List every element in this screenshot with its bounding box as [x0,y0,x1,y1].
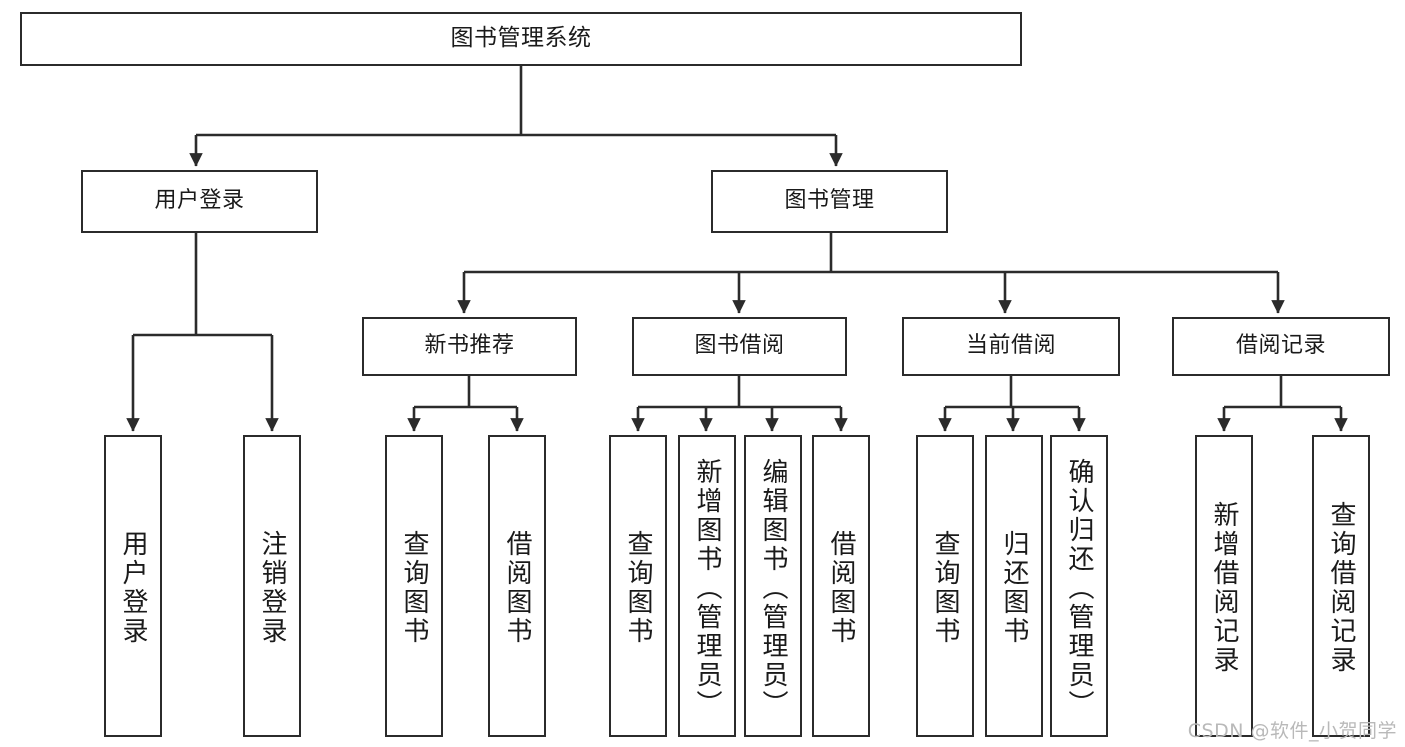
node-label: 借阅图书 [502,530,532,646]
node-label: 新书推荐 [424,333,515,359]
node-book-borrowing[interactable]: 图书借阅 [632,317,847,376]
leaf-borrow-query-book[interactable]: 查询图书 [609,435,667,737]
node-label: 新增图书（管理员） [692,457,722,719]
node-label: 查询图书 [399,530,429,646]
node-label: 归还图书 [999,530,1029,646]
node-label: 图书管理系统 [450,25,592,52]
node-label: 注销登录 [257,530,287,646]
node-borrowing-records[interactable]: 借阅记录 [1172,317,1390,376]
node-label: 图书管理 [784,188,875,214]
node-label: 借阅记录 [1235,333,1326,359]
node-label: 编辑图书（管理员） [758,457,788,719]
leaf-current-query-book[interactable]: 查询图书 [916,435,974,737]
leaf-record-query-record[interactable]: 查询借阅记录 [1312,435,1370,737]
node-label: 查询图书 [623,530,653,646]
node-current-borrowing[interactable]: 当前借阅 [902,317,1120,376]
node-label: 查询图书 [930,530,960,646]
node-label: 用户登录 [118,530,148,646]
node-label: 查询借阅记录 [1326,501,1356,675]
node-label: 当前借阅 [965,333,1056,359]
leaf-borrow-borrow-book[interactable]: 借阅图书 [812,435,870,737]
leaf-borrow-add-book-admin[interactable]: 新增图书（管理员） [678,435,736,737]
watermark: CSDN @软件_小贺同学 [1187,720,1397,742]
node-new-book-recommendation[interactable]: 新书推荐 [362,317,577,376]
node-label: 用户登录 [154,188,245,214]
node-book-management[interactable]: 图书管理 [711,170,948,233]
leaf-user-login-signin[interactable]: 用户登录 [104,435,162,737]
leaf-borrow-edit-book-admin[interactable]: 编辑图书（管理员） [744,435,802,737]
node-label: 借阅图书 [826,530,856,646]
leaf-record-add-record[interactable]: 新增借阅记录 [1195,435,1253,737]
leaf-current-return-book[interactable]: 归还图书 [985,435,1043,737]
leaf-new-book-borrow[interactable]: 借阅图书 [488,435,546,737]
leaf-current-confirm-return-admin[interactable]: 确认归还（管理员） [1050,435,1108,737]
node-label: 新增借阅记录 [1209,501,1239,675]
node-label: 确认归还（管理员） [1064,457,1094,719]
node-user-login[interactable]: 用户登录 [81,170,318,233]
leaf-new-book-query[interactable]: 查询图书 [385,435,443,737]
node-label: 图书借阅 [694,333,785,359]
node-root-book-management-system[interactable]: 图书管理系统 [20,12,1022,66]
leaf-user-login-signout[interactable]: 注销登录 [243,435,301,737]
